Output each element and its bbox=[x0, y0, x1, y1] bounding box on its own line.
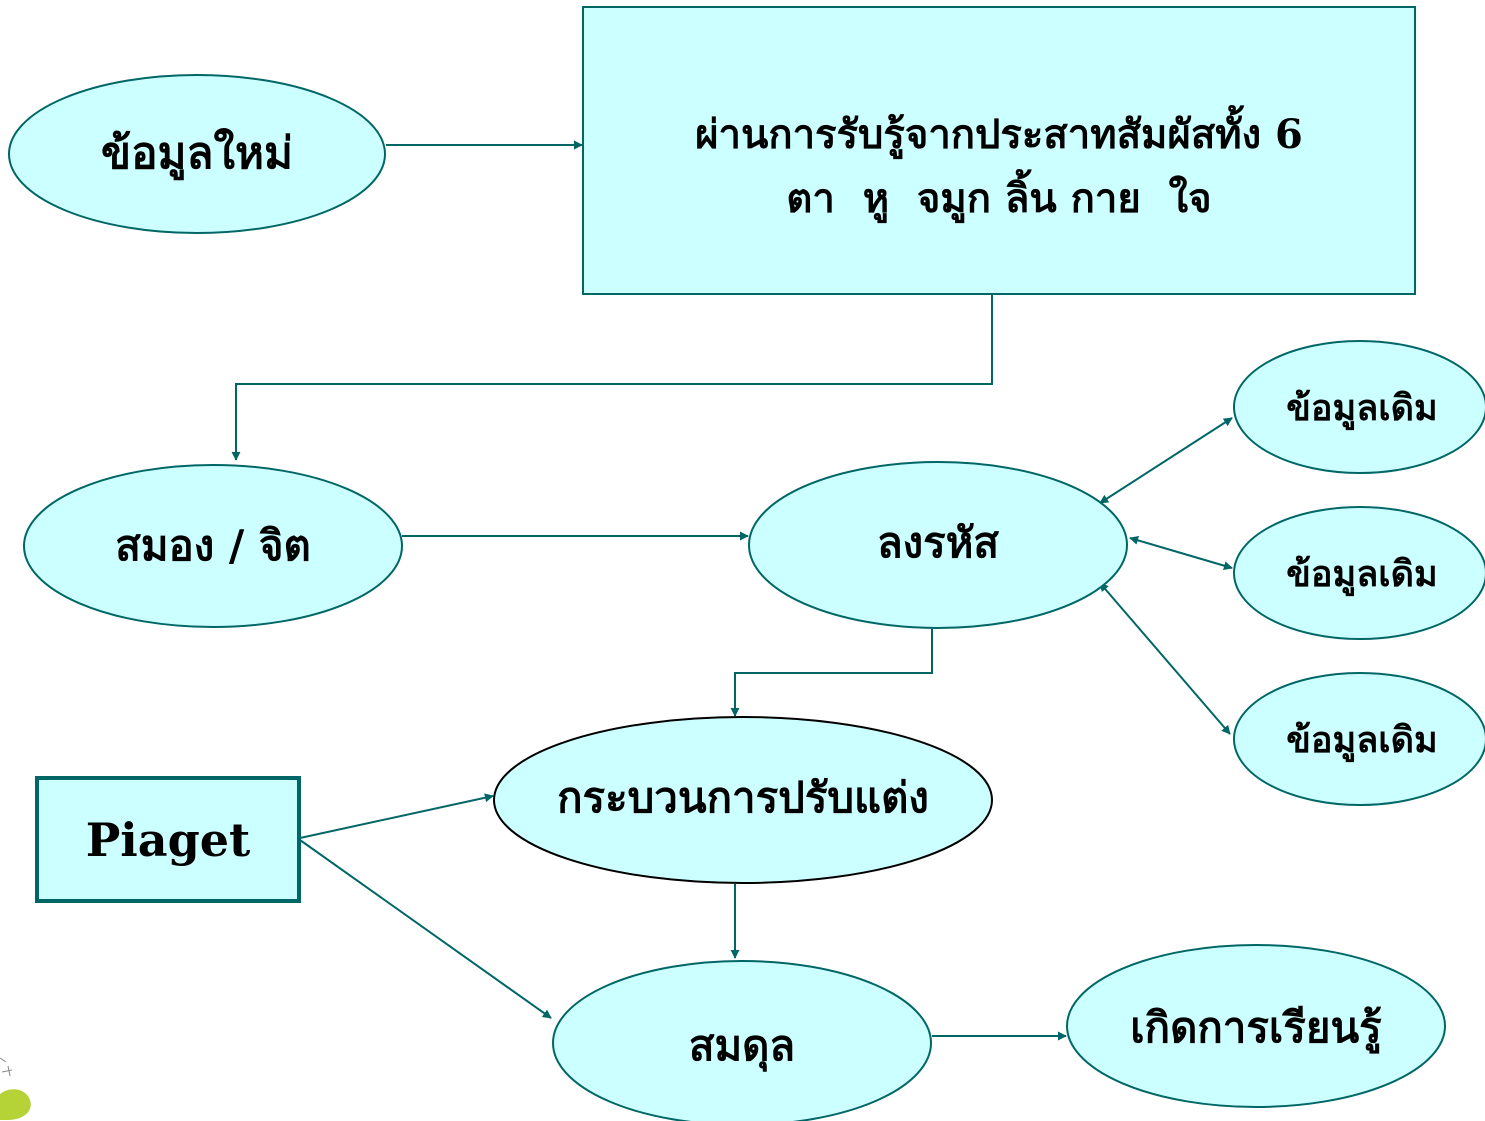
node-senses-line2: ตา หู จมูก ลิ้น กาย ใจ bbox=[786, 169, 1211, 223]
node-learning: เกิดการเรียนรู้ bbox=[1066, 944, 1446, 1108]
arrow-encode-prior-3 bbox=[1099, 582, 1231, 735]
arrow-encode-to-adaptation bbox=[730, 628, 933, 717]
node-prior-knowledge-3-label: ข้อมูลเดิม bbox=[1286, 719, 1437, 763]
node-adaptation: กระบวนการปรับแต่ง bbox=[493, 716, 993, 884]
node-encode: ลงรหัส bbox=[748, 461, 1128, 629]
connectors bbox=[231, 140, 1233, 1041]
node-piaget: Piaget bbox=[35, 776, 301, 903]
arrow-encode-prior-2 bbox=[1129, 535, 1233, 571]
node-senses-line1: ผ่านการรับรู้จากประสาทสัมผัสทั้ง 6 bbox=[695, 105, 1303, 159]
node-adaptation-label: กระบวนการปรับแต่ง bbox=[557, 773, 929, 822]
node-brain-mind-label: สมอง / จิต bbox=[115, 521, 311, 570]
arrow-encode-prior-1 bbox=[1099, 417, 1233, 504]
node-senses: ผ่านการรับรู้จากประสาทสัมผัสทั้ง 6 ตา หู… bbox=[582, 6, 1416, 295]
node-new-info: ข้อมูลใหม่ bbox=[8, 74, 386, 234]
node-prior-knowledge-3: ข้อมูลเดิม bbox=[1233, 672, 1485, 806]
arrow-senses-to-brain bbox=[231, 295, 993, 461]
node-equilibrium: สมดุล bbox=[552, 960, 932, 1121]
arrow-piaget-to-adaptation bbox=[299, 793, 494, 839]
node-prior-knowledge-1: ข้อมูลเดิม bbox=[1233, 340, 1485, 474]
green-blob-icon bbox=[0, 1057, 31, 1120]
node-brain-mind: สมอง / จิต bbox=[23, 464, 403, 628]
node-prior-knowledge-2: ข้อมูลเดิม bbox=[1233, 506, 1485, 640]
arrow-piaget-to-equilibrium bbox=[299, 839, 552, 1019]
node-learning-label: เกิดการเรียนรู้ bbox=[1130, 1003, 1382, 1054]
node-piaget-label: Piaget bbox=[86, 813, 251, 867]
node-prior-knowledge-1-label: ข้อมูลเดิม bbox=[1286, 387, 1437, 431]
node-encode-label: ลงรหัส bbox=[877, 518, 999, 567]
node-equilibrium-label: สมดุล bbox=[689, 1021, 795, 1072]
node-new-info-label: ข้อมูลใหม่ bbox=[101, 127, 293, 180]
node-prior-knowledge-2-label: ข้อมูลเดิม bbox=[1286, 553, 1437, 597]
